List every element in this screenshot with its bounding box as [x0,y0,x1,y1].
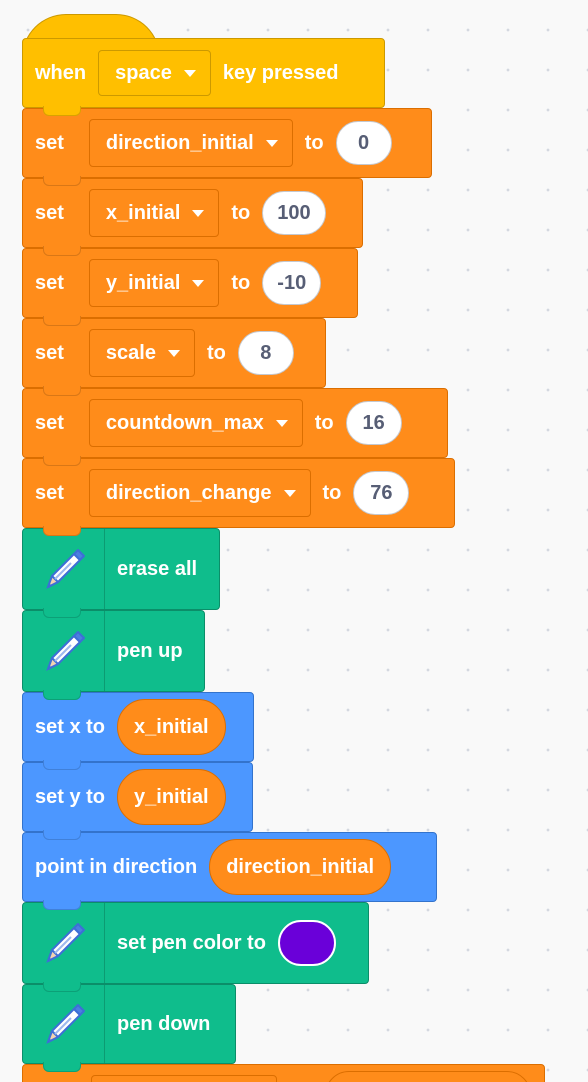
to-label: to [231,271,251,294]
set-variable-block[interactable]: set direction_change to 76 [22,458,455,536]
set-x-label: set x to [35,715,106,738]
key-pressed-label: key pressed [222,61,339,84]
to-label: to [304,131,324,154]
variable-dropdown[interactable]: direction_initial [88,119,293,167]
set-label: set [35,271,64,294]
pen-color-swatch[interactable] [277,920,336,966]
variable-dropdown[interactable]: countdown_max [88,399,303,447]
variable-dropdown[interactable]: y_initial [88,259,220,307]
chevron-down-icon [275,419,288,427]
variable-dropdown-value: y_initial [105,271,181,294]
pen-icon [45,923,85,963]
set-variable-block[interactable]: set countdown_max to 16 [22,388,448,466]
set-label: set [35,341,64,364]
when-label: when [35,61,87,84]
variable-dropdown[interactable]: scale [88,329,195,377]
partial-dropdown[interactable] [91,1075,277,1082]
pen-up-block[interactable]: pen up [22,610,205,700]
pen-extension-icon-wrap [23,985,105,1063]
variable-dropdown[interactable]: x_initial [88,189,220,237]
set-variable-block[interactable]: set x_initial to 100 [22,178,363,256]
chevron-down-icon [192,279,205,287]
set-label: set [35,131,64,154]
set-pen-color-label: set pen color to [117,931,266,954]
pen-icon [45,549,85,589]
pen-icon [45,631,85,671]
pen-extension-icon-wrap [23,529,105,609]
erase-all-label: erase all [117,557,198,580]
variable-dropdown-value: scale [105,341,156,364]
set-label: set [35,201,64,224]
to-label: to [314,411,334,434]
y-initial-reporter[interactable]: y_initial [117,769,226,825]
chevron-down-icon [192,209,205,217]
variable-dropdown[interactable]: direction_change [88,469,311,517]
chevron-down-icon [265,139,278,147]
set-pen-color-block[interactable]: set pen color to [22,902,369,992]
to-label: to [322,481,342,504]
pen-icon [45,1004,85,1044]
pen-up-label: pen up [117,639,183,662]
variable-dropdown-value: x_initial [105,201,181,224]
value-input[interactable]: 0 [335,121,392,165]
set-y-block[interactable]: set y to y_initial [22,762,253,840]
set-variable-block[interactable]: set direction_initial to 0 [22,108,432,186]
key-dropdown-value: space [115,61,172,84]
variable-dropdown-value: countdown_max [105,411,264,434]
pen-extension-icon-wrap [23,903,105,983]
pen-down-block[interactable]: pen down [22,984,236,1072]
set-variable-block[interactable]: set scale to 8 [22,318,326,396]
pen-extension-icon-wrap [23,611,105,691]
set-label: set [35,481,64,504]
value-input[interactable]: 8 [237,331,294,375]
erase-all-block[interactable]: erase all [22,528,220,618]
variable-dropdown-value: direction_initial [105,131,254,154]
variable-dropdown-value: direction_change [105,481,272,504]
key-dropdown[interactable]: space [98,50,211,96]
partial-reporter[interactable] [325,1071,531,1082]
when-key-pressed-block[interactable]: when space key pressed [22,38,385,116]
value-input[interactable]: 100 [262,191,326,235]
set-x-block[interactable]: set x to x_initial [22,692,254,770]
chevron-down-icon [167,349,180,357]
set-y-label: set y to [35,785,106,808]
set-variable-block[interactable]: set y_initial to -10 [22,248,358,326]
pen-down-label: pen down [117,1012,211,1035]
point-in-direction-label: point in direction [35,855,198,878]
to-label: to [231,201,251,224]
value-input[interactable]: 16 [345,401,402,445]
chevron-down-icon [183,69,196,77]
next-block-partial[interactable] [22,1064,545,1082]
to-label: to [206,341,226,364]
point-in-direction-block[interactable]: point in direction direction_initial [22,832,437,910]
x-initial-reporter[interactable]: x_initial [117,699,226,755]
direction-initial-reporter[interactable]: direction_initial [209,839,392,895]
value-input[interactable]: 76 [353,471,410,515]
set-label: set [35,411,64,434]
value-input[interactable]: -10 [262,261,322,305]
chevron-down-icon [283,489,296,497]
